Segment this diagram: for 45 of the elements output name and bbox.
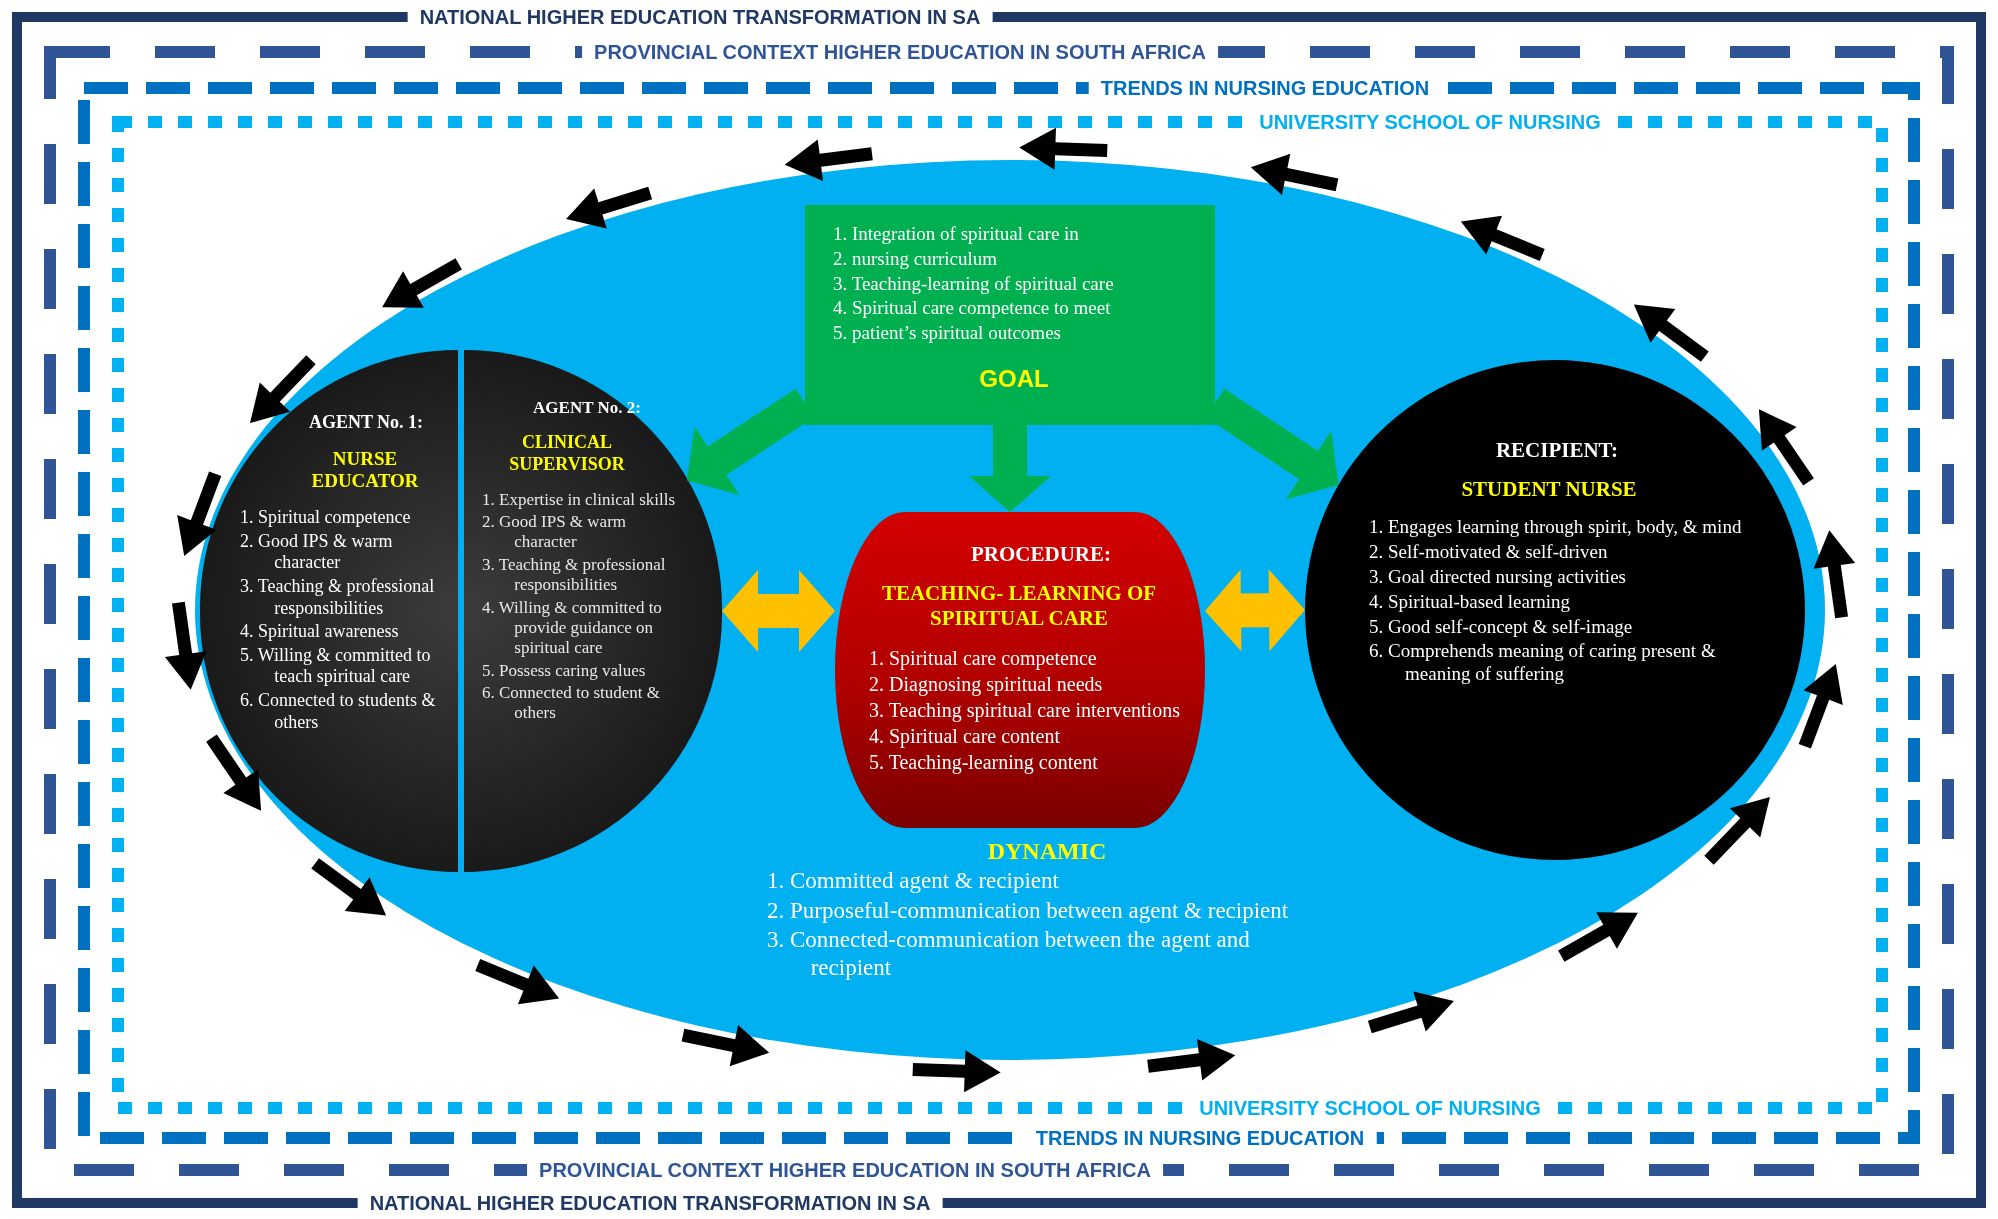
list-item: 6. Comprehends meaning of caring present & meaning of suffering xyxy=(1369,640,1717,686)
list-item: 3. Teaching & professional responsibilities xyxy=(482,554,667,596)
list-item: 3. Connected-communication between the agent and recipient xyxy=(767,926,1251,982)
goal-label: GOAL xyxy=(978,365,1050,393)
list-item: 2. Self-motivated & self-driven xyxy=(1369,541,1609,564)
list-item: 5. Willing & committed to teach spiritual care xyxy=(240,644,432,688)
arrow xyxy=(722,569,835,652)
list-item: 1. Engages learning through spirit, body, & mind xyxy=(1369,516,1743,540)
list-item: 2. Good IPS & warm character xyxy=(240,530,394,574)
arrow xyxy=(969,425,1051,512)
list-item: 2. Diagnosing spiritual needs xyxy=(869,671,1104,696)
goal-box xyxy=(805,205,1215,425)
list-item: 3. Teaching & professional responsibilities xyxy=(240,575,436,620)
list-item: 6. Connected to students & others xyxy=(240,689,437,734)
list-item: 1. Expertise in clinical skills xyxy=(482,489,677,510)
list-item: 2. nursing curriculum xyxy=(833,247,999,271)
list-item: 3. Goal directed nursing activities xyxy=(1369,565,1627,589)
list-item: 1. Integration of spiritual care in xyxy=(833,223,1080,246)
heading: AGENT No. 1: xyxy=(307,412,425,434)
list-item: 4. Willing & committed to provide guidance on spiritual care xyxy=(482,597,663,659)
list-item: 4. Spiritual awareness xyxy=(240,621,400,643)
list-item: 1. Spiritual competence xyxy=(240,507,412,529)
list-item: 5. Good self-concept & self-image xyxy=(1369,615,1634,639)
heading: PROCEDURE: xyxy=(970,542,1112,568)
list-item: 4. Spiritual-based learning xyxy=(1369,590,1572,614)
list-item: 5. patient’s spiritual outcomes xyxy=(833,322,1062,345)
list-item: 2. Purposeful-communication between agent & recipient xyxy=(767,896,1290,925)
list-item: 1. Spiritual care competence xyxy=(869,645,1098,670)
subheading: NURSE EDUCATOR xyxy=(310,447,420,494)
list-item: 4. Spiritual care content xyxy=(869,723,1062,748)
list-item: 5. Teaching-learning content xyxy=(869,749,1099,774)
list-item: 5. Possess caring values xyxy=(482,660,647,682)
list-item: 4. Spiritual care competence to meet xyxy=(833,297,1112,321)
heading: AGENT No. 2: xyxy=(532,398,642,419)
list-item: 6. Connected to student & others xyxy=(482,683,661,724)
list-item: 3. Teaching-learning of spiritual care xyxy=(833,272,1115,296)
heading: DYNAMIC xyxy=(986,838,1108,865)
list-item: 2. Good IPS & warm character xyxy=(482,511,628,553)
heading: RECIPIENT: xyxy=(1494,438,1620,464)
list-item: 3. Teaching spiritual care interventions xyxy=(869,697,1181,722)
arrow xyxy=(1205,569,1305,652)
list-item: 1. Committed agent & recipient xyxy=(767,867,1060,895)
subheading: STUDENT NURSE xyxy=(1460,477,1638,503)
subheading: CLINICAL SUPERVISOR xyxy=(508,432,626,476)
subheading: TEACHING- LEARNING OF SPIRITUAL CARE xyxy=(880,581,1158,632)
